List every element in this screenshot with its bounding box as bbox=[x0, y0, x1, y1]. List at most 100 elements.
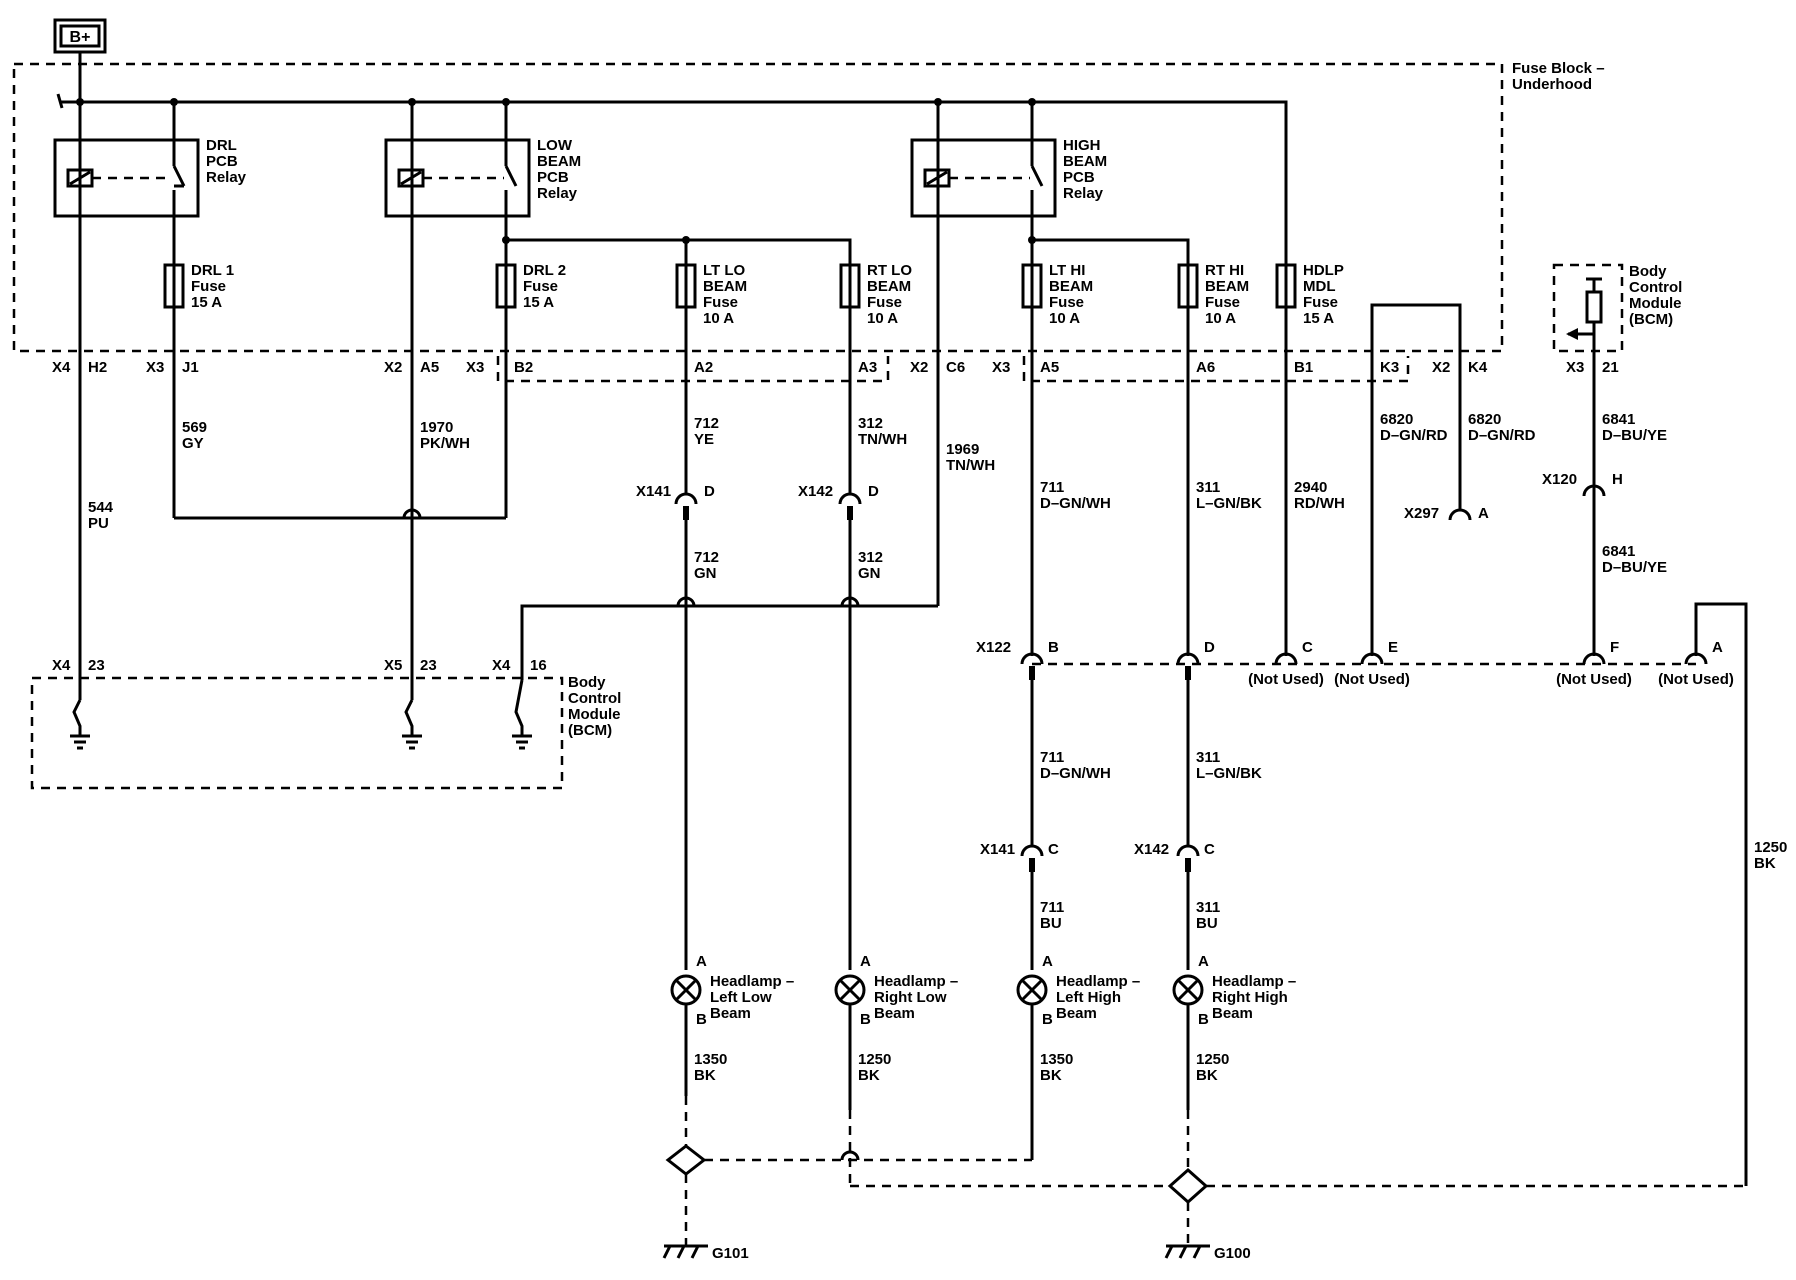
pin-label: B2 bbox=[514, 359, 533, 376]
pin-label: A bbox=[1712, 639, 1723, 656]
fuse-label: BEAM bbox=[703, 278, 747, 295]
lamp-pin: A bbox=[860, 953, 871, 970]
headlamp-right-high-beam: A B Headlamp – Right High Beam bbox=[1172, 953, 1296, 1028]
bcm-label: (BCM) bbox=[1629, 311, 1673, 328]
wire-label: 1250 bbox=[1754, 839, 1787, 856]
lamp-label: Headlamp – bbox=[710, 973, 794, 990]
wire-label: 569 bbox=[182, 419, 207, 436]
pin-label: X4 bbox=[492, 657, 511, 674]
fuse-label: Fuse bbox=[1049, 294, 1084, 311]
pin-label: X2 bbox=[910, 359, 928, 376]
ground-label: G100 bbox=[1214, 1245, 1251, 1262]
lamp-pin: B bbox=[1042, 1011, 1053, 1028]
fuse-label: Fuse bbox=[191, 278, 226, 295]
pin-label: A6 bbox=[1196, 359, 1215, 376]
junction bbox=[502, 236, 510, 244]
pin-label: X2 bbox=[1432, 359, 1450, 376]
pin-label: K4 bbox=[1468, 359, 1488, 376]
wire-label: PU bbox=[88, 515, 109, 532]
pin-label: A3 bbox=[858, 359, 877, 376]
pin-label: H2 bbox=[88, 359, 107, 376]
connector-label: X120 bbox=[1542, 471, 1577, 488]
wire-label: 311 bbox=[1196, 899, 1220, 916]
fuse-label: DRL 1 bbox=[191, 262, 234, 279]
connector-x141-c: X141 C bbox=[980, 841, 1059, 872]
connector-x142-c: X142 C bbox=[1134, 841, 1215, 872]
fuse-label: Fuse bbox=[1303, 294, 1338, 311]
pin-label: X2 bbox=[384, 359, 402, 376]
fuse-label: Fuse bbox=[703, 294, 738, 311]
high-beam-relay: HIGH BEAM PCB Relay bbox=[910, 102, 1107, 218]
pin-label: 23 bbox=[420, 657, 437, 674]
low-beam-relay-label: LOW bbox=[537, 137, 573, 154]
drl-relay-label: DRL bbox=[206, 137, 237, 154]
connector-label: D bbox=[868, 483, 879, 500]
lamp-label: Left Low bbox=[710, 989, 772, 1006]
not-used-label: (Not Used) bbox=[1334, 671, 1410, 688]
connector-x3-block bbox=[496, 356, 890, 383]
high-beam-distribution bbox=[1032, 238, 1190, 265]
connector-label: A bbox=[1478, 505, 1489, 522]
wire-label: 1250 bbox=[1196, 1051, 1229, 1068]
headlamp-right-low-beam: A B Headlamp – Right Low Beam bbox=[834, 953, 958, 1028]
fuse-label: 15 A bbox=[523, 294, 554, 311]
lamp-label: Headlamp – bbox=[874, 973, 958, 990]
main-bus bbox=[60, 100, 1288, 350]
connector-label: X141 bbox=[980, 841, 1015, 858]
low-beam-relay-label: Relay bbox=[537, 185, 578, 202]
fuse-label: 10 A bbox=[703, 310, 734, 327]
wire-label: YE bbox=[694, 431, 714, 448]
high-beam-relay-label: HIGH bbox=[1063, 137, 1101, 154]
wire-label: 312 bbox=[858, 415, 883, 432]
wire-label: 312 bbox=[858, 549, 883, 566]
wire-label: D–GN/RD bbox=[1380, 427, 1448, 444]
wire-label: BK bbox=[1040, 1067, 1062, 1084]
fuse-rt-hi-beam: RT HI BEAM Fuse 10 A bbox=[1177, 262, 1249, 327]
ground-label: G101 bbox=[712, 1245, 749, 1262]
wire-label: 1969 bbox=[946, 441, 979, 458]
pin-label: C6 bbox=[946, 359, 965, 376]
fuse-label: LT LO bbox=[703, 262, 746, 279]
wire-1250-bk-right bbox=[1694, 602, 1748, 1186]
wire-label: GN bbox=[858, 565, 881, 582]
wire-label: D–BU/YE bbox=[1602, 559, 1667, 576]
high-beam-relay-label: PCB bbox=[1063, 169, 1095, 186]
connector-label: X122 bbox=[976, 639, 1011, 656]
wire-label: 1350 bbox=[1040, 1051, 1073, 1068]
low-beam-relay-label: BEAM bbox=[537, 153, 581, 170]
pin-label: J1 bbox=[182, 359, 199, 376]
wire-label: 711 bbox=[1040, 899, 1064, 916]
wire-label: 6841 bbox=[1602, 411, 1635, 428]
drl-relay-label: PCB bbox=[206, 153, 238, 170]
fuse-block-outline bbox=[12, 62, 1504, 353]
fuse-label: BEAM bbox=[1205, 278, 1249, 295]
connector-label: C bbox=[1204, 841, 1215, 858]
pin-label: 16 bbox=[530, 657, 547, 674]
not-used-label: (Not Used) bbox=[1248, 671, 1324, 688]
not-used-label: (Not Used) bbox=[1658, 671, 1734, 688]
wire-label: 712 bbox=[694, 549, 719, 566]
wire-label: 712 bbox=[694, 415, 719, 432]
fuse-block-title: Fuse Block – bbox=[1512, 60, 1605, 77]
fuse-label: 10 A bbox=[867, 310, 898, 327]
wire-label: L–GN/BK bbox=[1196, 765, 1262, 782]
high-beam-relay-label: BEAM bbox=[1063, 153, 1107, 170]
wire-label: 6820 bbox=[1380, 411, 1413, 428]
fuse-label: MDL bbox=[1303, 278, 1336, 295]
connector-x122: X122 B D C E F A (Not Used) (Not Used) (… bbox=[976, 639, 1734, 688]
fuse-label: 10 A bbox=[1205, 310, 1236, 327]
battery-positive-box: B+ bbox=[53, 18, 107, 54]
lamp-label: Beam bbox=[1056, 1005, 1097, 1022]
headlamp-left-low-beam: A B Headlamp – Left Low Beam bbox=[670, 953, 794, 1028]
bus-entry-tick bbox=[56, 93, 64, 109]
fuse-label: Fuse bbox=[867, 294, 902, 311]
wire-label: 311 bbox=[1196, 479, 1220, 496]
lamp-label: Headlamp – bbox=[1056, 973, 1140, 990]
fuse-label: 10 A bbox=[1049, 310, 1080, 327]
pin-label: B bbox=[1048, 639, 1059, 656]
fuse-label: RT LO bbox=[867, 262, 912, 279]
connector-x3-block bbox=[1022, 356, 1410, 383]
low-beam-relay-label: PCB bbox=[537, 169, 569, 186]
bcm-main: X4 23 X5 23 X4 16 Body Control Module (B… bbox=[30, 657, 621, 790]
fuse-label: Fuse bbox=[1205, 294, 1240, 311]
